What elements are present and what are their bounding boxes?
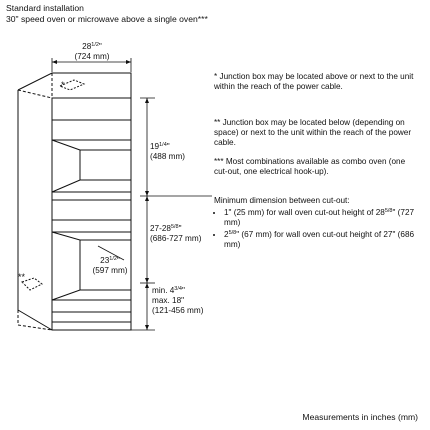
note-3-mark: *** — [214, 157, 224, 166]
marker-single-asterisk: * — [61, 80, 65, 90]
cabinet-base — [52, 299, 131, 323]
bottom-height-label: min. 43/4" max. 18" (121-456 mm) — [152, 284, 224, 316]
junction-box-bottom — [21, 277, 43, 291]
cutout-heading: Minimum dimension between cut-out: — [214, 196, 350, 205]
cutout-bullet-1: 1" (25 mm) for wall oven cut-out height … — [224, 206, 418, 228]
arrow-upper-bottom — [145, 191, 149, 196]
cutout-bullet-2: 25/8" (67 mm) for wall oven cut-out heig… — [224, 228, 418, 250]
cabinet-front-box — [51, 97, 132, 331]
depth-label: 231/2" (597 mm) — [86, 254, 134, 276]
lower-oven-front — [52, 219, 131, 233]
note-2-text: Junction box may be located below (depen… — [214, 118, 412, 147]
width-dim-line — [51, 58, 132, 72]
middle-height-label: 27-285/8" (686-727 mm) — [150, 222, 214, 244]
junction-box-top — [58, 79, 86, 91]
bottom-max: max. 18" — [152, 296, 185, 305]
width-mm: (724 mm) — [74, 52, 110, 61]
bottom-mm: (121-456 mm) — [152, 306, 204, 315]
arrow-middle-top — [145, 196, 149, 201]
upper-oven-cavity — [51, 139, 131, 193]
title-line-2: 30" speed oven or microwave above a sing… — [6, 14, 208, 24]
depth-dim-line — [97, 245, 125, 261]
width-inches: 281/2" — [82, 42, 102, 51]
arrow-width-left — [52, 60, 57, 64]
upper-height-mm: (488 mm) — [150, 152, 186, 161]
middle-height-mm: (686-727 mm) — [150, 234, 202, 243]
cutout-list: 1" (25 mm) for wall oven cut-out height … — [214, 206, 418, 250]
upper-oven-front — [52, 119, 132, 141]
units-footer: Measurements in inches (mm) — [302, 412, 418, 422]
arrow-bottom-top — [145, 283, 149, 288]
arrow-width-right — [126, 60, 131, 64]
middle-height-inches: 27-285/8" — [150, 224, 182, 233]
cabinet-hidden-lines — [17, 73, 53, 331]
marker-double-asterisk: ** — [18, 272, 26, 282]
title-line-1: Standard installation — [6, 3, 84, 13]
bottom-min: min. 43/4" — [152, 286, 185, 295]
upper-height-label: 191/4" (488 mm) — [150, 140, 194, 162]
cutout-info: Minimum dimension between cut-out: 1" (2… — [214, 196, 418, 250]
note-1-mark: * — [214, 72, 218, 81]
note-combo-oven: *** Most combinations available as combo… — [214, 157, 418, 177]
note-1-text: Junction box may be located above or nex… — [214, 72, 414, 91]
cabinet-top-left-bevel — [17, 72, 132, 98]
lower-oven-cavity — [51, 231, 131, 301]
cabinet-bottom-bevel — [17, 309, 53, 331]
installation-title: Standard installation 30" speed oven or … — [6, 3, 208, 25]
depth-inches: 231/2" — [100, 256, 120, 265]
arrow-bottom-bottom — [145, 325, 149, 330]
arrow-upper-top — [145, 98, 149, 103]
note-junction-above: * Junction box may be located above or n… — [214, 72, 418, 92]
divider-shelf — [52, 191, 131, 201]
width-dimension-label: 281/2" (724 mm) — [62, 40, 122, 62]
note-2-mark: ** — [214, 118, 221, 127]
note-junction-below: ** Junction box may be located below (de… — [214, 118, 418, 148]
note-3-text: Most combinations available as combo ove… — [214, 157, 406, 176]
arrow-middle-bottom — [145, 278, 149, 283]
upper-height-inches: 191/4" — [150, 142, 170, 151]
depth-mm: (597 mm) — [92, 266, 128, 275]
